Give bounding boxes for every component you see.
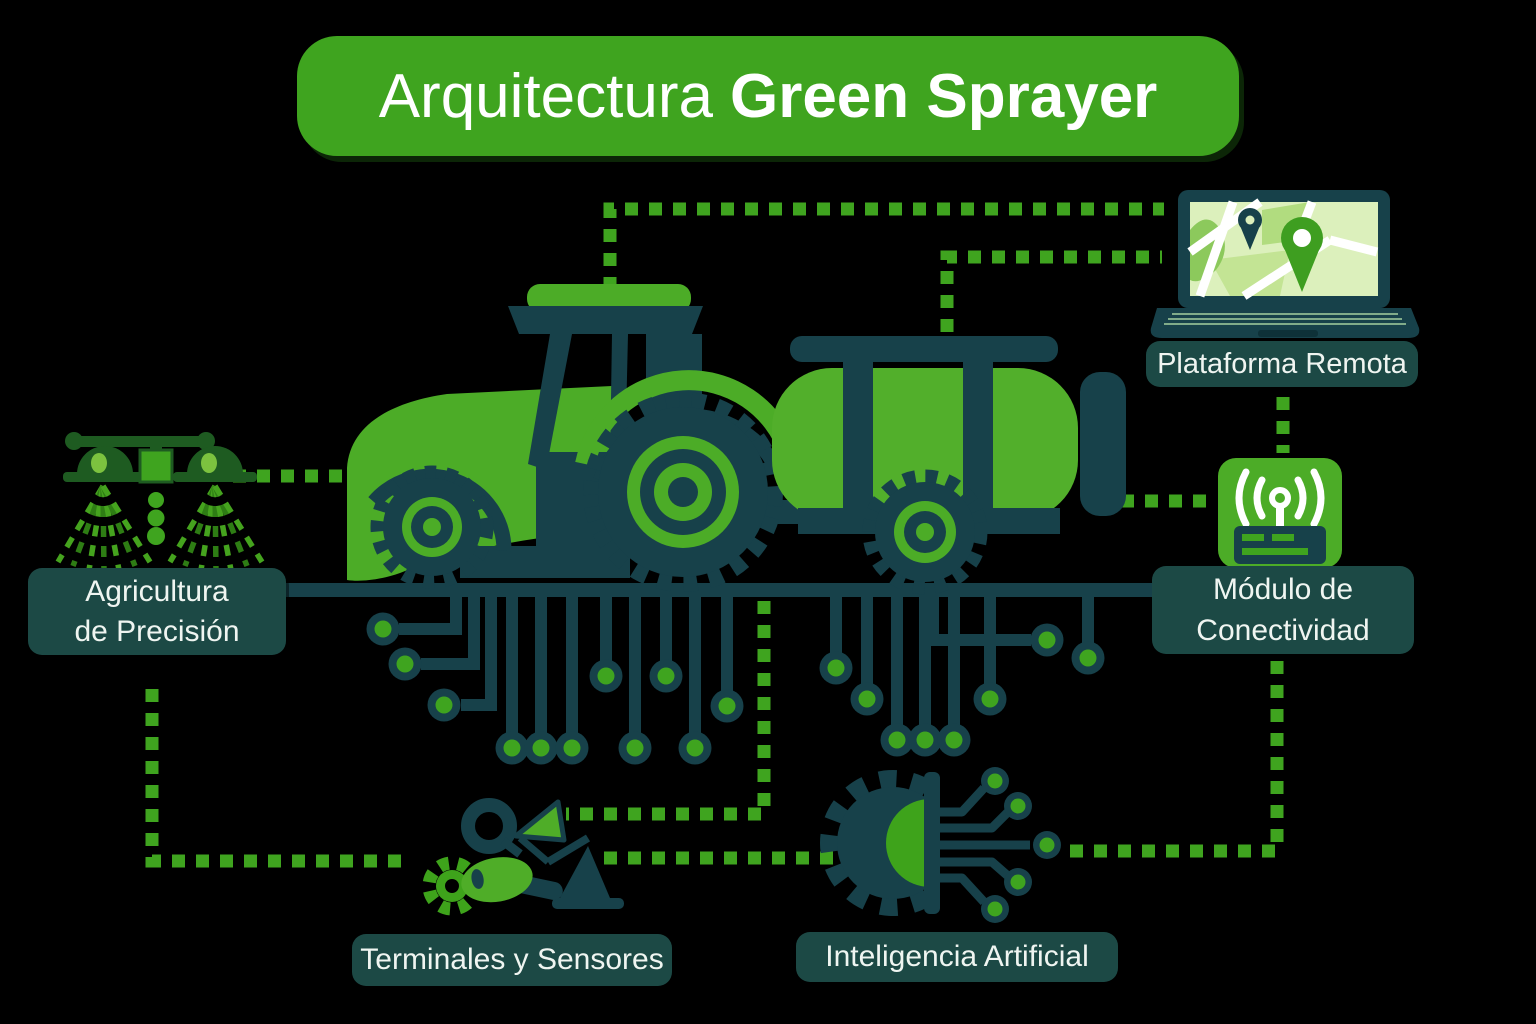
sensor-stand [560,846,610,898]
tractor-front-wheel [370,465,494,589]
label-connectivity-module: Módulo de Conectividad [1152,566,1414,654]
label-remote-platform: Plataforma Remota [1146,341,1418,387]
title-bold: Green Sprayer [729,61,1158,131]
tractor-icon [347,284,810,592]
connector-tank-to-platform [940,250,1162,332]
label-precision-agriculture: Agricultura de Precisión [28,568,286,655]
mouse-body [461,857,533,903]
gears-sensors-icon [422,798,624,916]
spray-streams [55,484,265,573]
ring-gear [461,798,517,854]
circuit-board-traces [284,583,1156,765]
wifi-module-icon [1218,458,1342,568]
boom-bar [66,436,214,447]
connector-agriculture-to-sensors [145,689,404,868]
dotted-connections [145,202,1290,868]
tractor-roof [527,284,691,312]
title-banner: Arquitectura Green Sprayer [297,36,1239,156]
router-box [1234,526,1326,564]
control-valve [138,448,174,484]
tank-wheel [862,469,988,595]
connector-module-to-ai [1064,661,1284,858]
gear-circuit-icon [820,767,1061,923]
spray-nozzles-icon [55,432,265,573]
map-pin-large [1281,217,1323,292]
laptop-map-icon [1150,190,1420,338]
half-disc [886,799,930,887]
circuit-branches [940,784,1030,906]
funnel [513,799,567,843]
map-pin-small [1238,208,1262,250]
label-terminals-sensors: Terminales y Sensores [352,934,672,986]
title-regular: Arquitectura [378,61,713,131]
label-artificial-intelligence: Inteligencia Artificial [796,932,1118,982]
sprayer-tank-icon [772,336,1126,595]
connector-tractor-to-platform [603,202,1164,290]
connector-sensors-to-circuits [566,601,771,821]
tractor-rear-wheel [583,392,783,592]
wifi-waves [1235,468,1325,528]
